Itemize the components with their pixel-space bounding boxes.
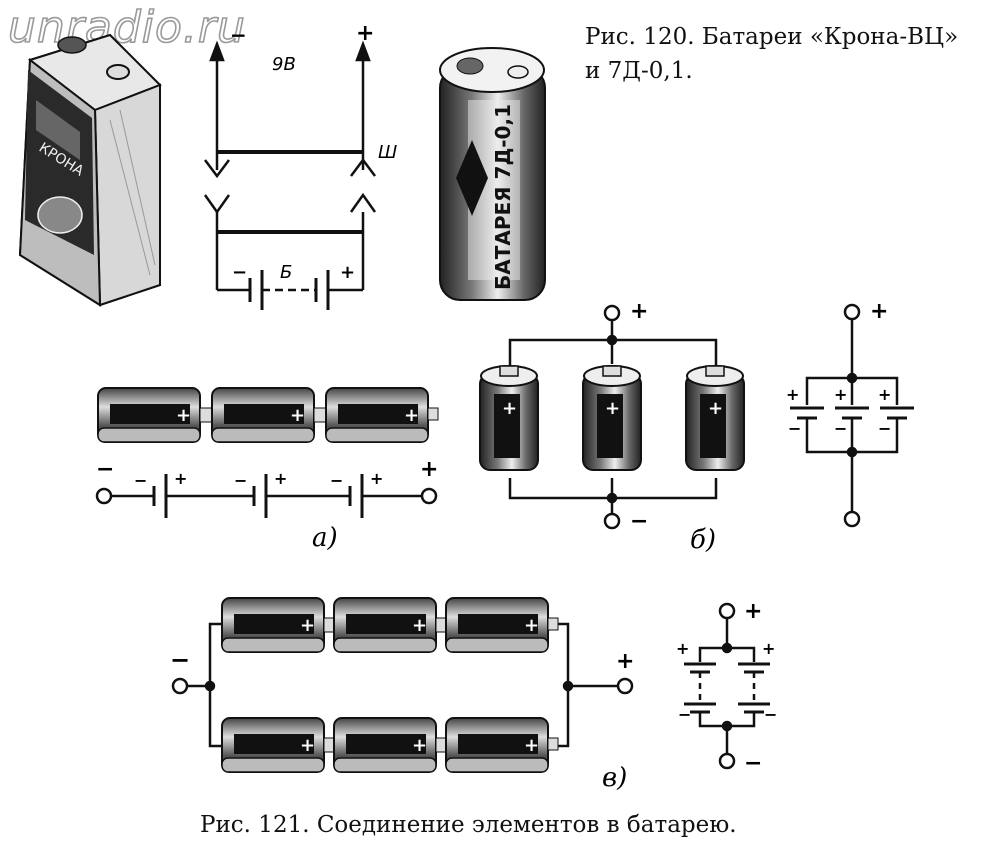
parallel-plus-label: + [630,299,648,324]
battery-label: Б [280,262,292,283]
parallel-schematic-plus: + [870,299,888,324]
series-cell1-minus: − [134,471,147,490]
parallel-schematic [790,303,914,528]
par-s-cell3-plus: + [878,385,891,404]
krona-battery-image: КРОНА [18,33,162,307]
series-cell3-minus: − [330,471,343,490]
series-minus-label: − [96,457,114,482]
watermark: unradio.ru [7,1,246,54]
parallel-cells [479,365,745,471]
voltage-label: 9В [272,54,296,75]
battery-7d-image: БАТАРЕЯ 7Д-0,1 [439,47,546,301]
mixed-cells-bottom [221,717,559,773]
mix-s-left-plus: + [676,639,689,658]
mixed-wiring [171,622,634,748]
series-schematic [95,474,438,518]
mix-s-right-plus: + [762,639,775,658]
plug-label: Ш [378,142,397,163]
par-s-cell1-minus: − [788,419,801,438]
mix-s-left-minus: − [678,705,691,724]
par-s-cell2-minus: − [834,419,847,438]
par-s-cell1-plus: + [786,385,799,404]
par-s-cell3-minus: − [878,419,891,438]
mixed-schematic-minus: − [744,751,762,776]
series-cells [97,387,439,443]
par-s-cell2-plus: + [834,385,847,404]
battery-plus-label: + [340,262,355,283]
series-plus-label: + [420,457,438,482]
mixed-plus-label: + [616,649,634,674]
mixed-schematic-plus: + [744,599,762,624]
caption-120-line1: Рис. 120. Батареи «Крона-ВЦ» [585,24,959,50]
battery-7d-text: БАТАРЕЯ 7Д-0,1 [491,104,515,290]
mix-s-right-minus: − [764,705,777,724]
figure-120-caption: Рис. 120. Батареи «Крона-ВЦ» и 7Д-0,1. [585,20,958,88]
subfigure-a-label: а) [312,523,338,553]
series-cell1-plus: + [174,469,187,488]
battery-minus-label: − [232,262,247,283]
series-cell2-plus: + [274,469,287,488]
parallel-wiring [508,304,718,530]
series-cell2-minus: − [234,471,247,490]
schematic-minus-label: − [230,23,247,47]
krona-schematic [203,40,377,310]
mixed-minus-label: − [170,646,190,674]
mixed-cells-top [221,597,559,653]
series-cell3-plus: + [370,469,383,488]
parallel-minus-label: − [630,509,648,534]
mixed-schematic [684,602,770,770]
schematic-plus-label: + [356,21,374,46]
subfigure-v-label: в) [602,763,627,793]
subfigure-b-label: б) [690,525,716,555]
caption-120-line2: и 7Д-0,1. [585,58,693,84]
figure-121-caption: Рис. 121. Соединение элементов в батарею… [200,812,737,838]
